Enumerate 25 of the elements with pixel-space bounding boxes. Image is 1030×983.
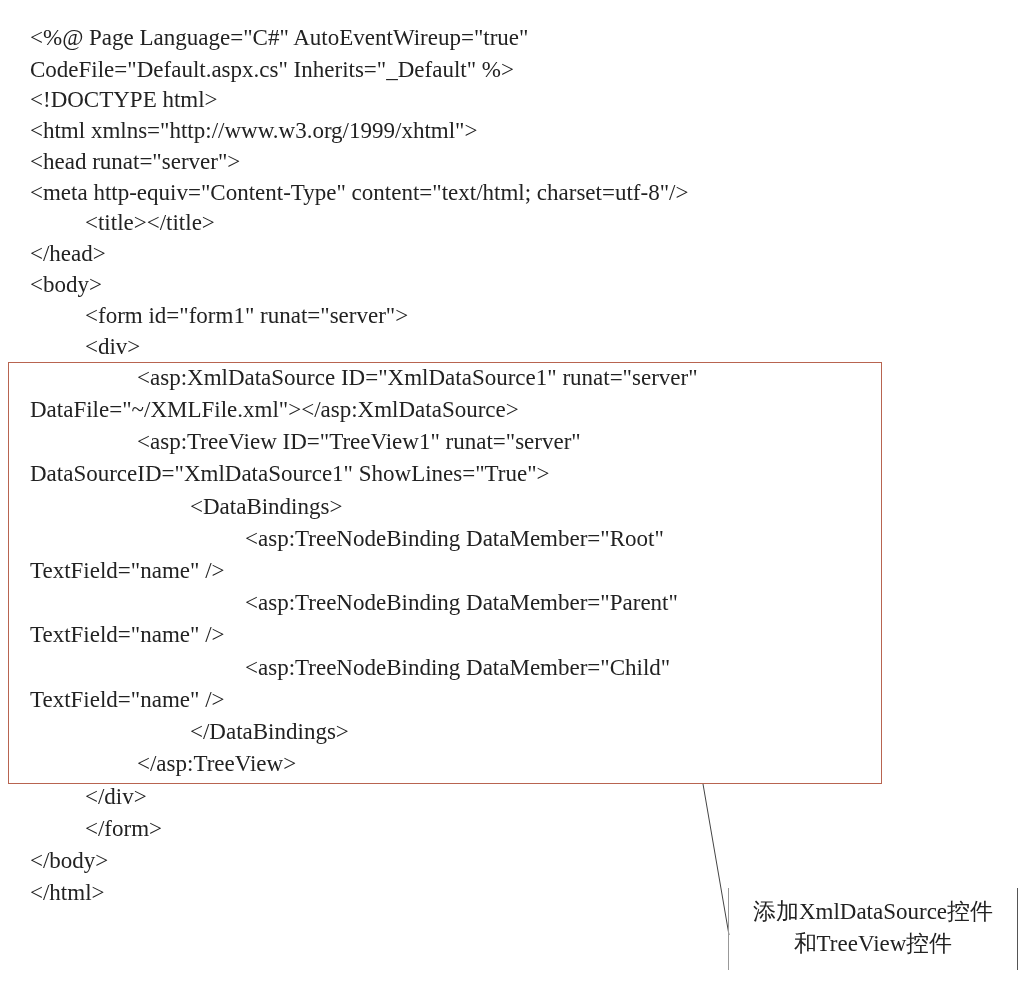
code-line: <form id="form1" runat="server"> (84, 302, 409, 331)
code-line: </DataBindings> (189, 718, 349, 747)
highlight-box (8, 362, 882, 784)
code-line: <asp:TreeNodeBinding DataMember="Parent" TextField="name" /> (30, 589, 678, 650)
code-line: <!DOCTYPE html> (30, 85, 218, 114)
code-line: <body> (30, 271, 102, 300)
code-line: <title></title> (84, 209, 215, 238)
code-line: </html> (30, 879, 105, 908)
code-line: <asp:XmlDataSource ID="XmlDataSource1" runat="server" DataFile="~/XMLFile.xml"></asp:XmlDataSource> (30, 364, 698, 424)
code-line: <meta http-equiv="Content-Type" content="text/html; charset=utf-8"/> (30, 178, 689, 207)
code-line: </asp:TreeView> (136, 750, 297, 779)
code-line: <%@ Page Language="C#" AutoEventWireup="true" CodeFile="Default.aspx.cs" Inherits="_Default" %> (30, 24, 529, 84)
callout-label: 添加XmlDataSource控件和TreeView控件 (728, 888, 1018, 970)
code-line: <head runat="server"> (30, 147, 241, 176)
leader-line (702, 783, 730, 936)
code-line: <asp:TreeNodeBinding DataMember="Child" TextField="name" /> (30, 653, 671, 714)
code-line: </form> (84, 814, 163, 843)
code-line: </body> (30, 847, 109, 875)
code-line: </div> (84, 782, 147, 811)
code-line: </head> (30, 240, 106, 269)
code-line: <DataBindings> (189, 492, 343, 521)
code-line: <html xmlns="http://www.w3.org/1999/xhtml"> (30, 116, 478, 145)
code-line: <asp:TreeNodeBinding DataMember="Root" TextField="name" /> (30, 525, 664, 585)
code-line: <div> (84, 333, 141, 361)
code-line: <asp:TreeView ID="TreeView1" runat="server" DataSourceID="XmlDataSource1" ShowLines="True"> (30, 428, 581, 489)
